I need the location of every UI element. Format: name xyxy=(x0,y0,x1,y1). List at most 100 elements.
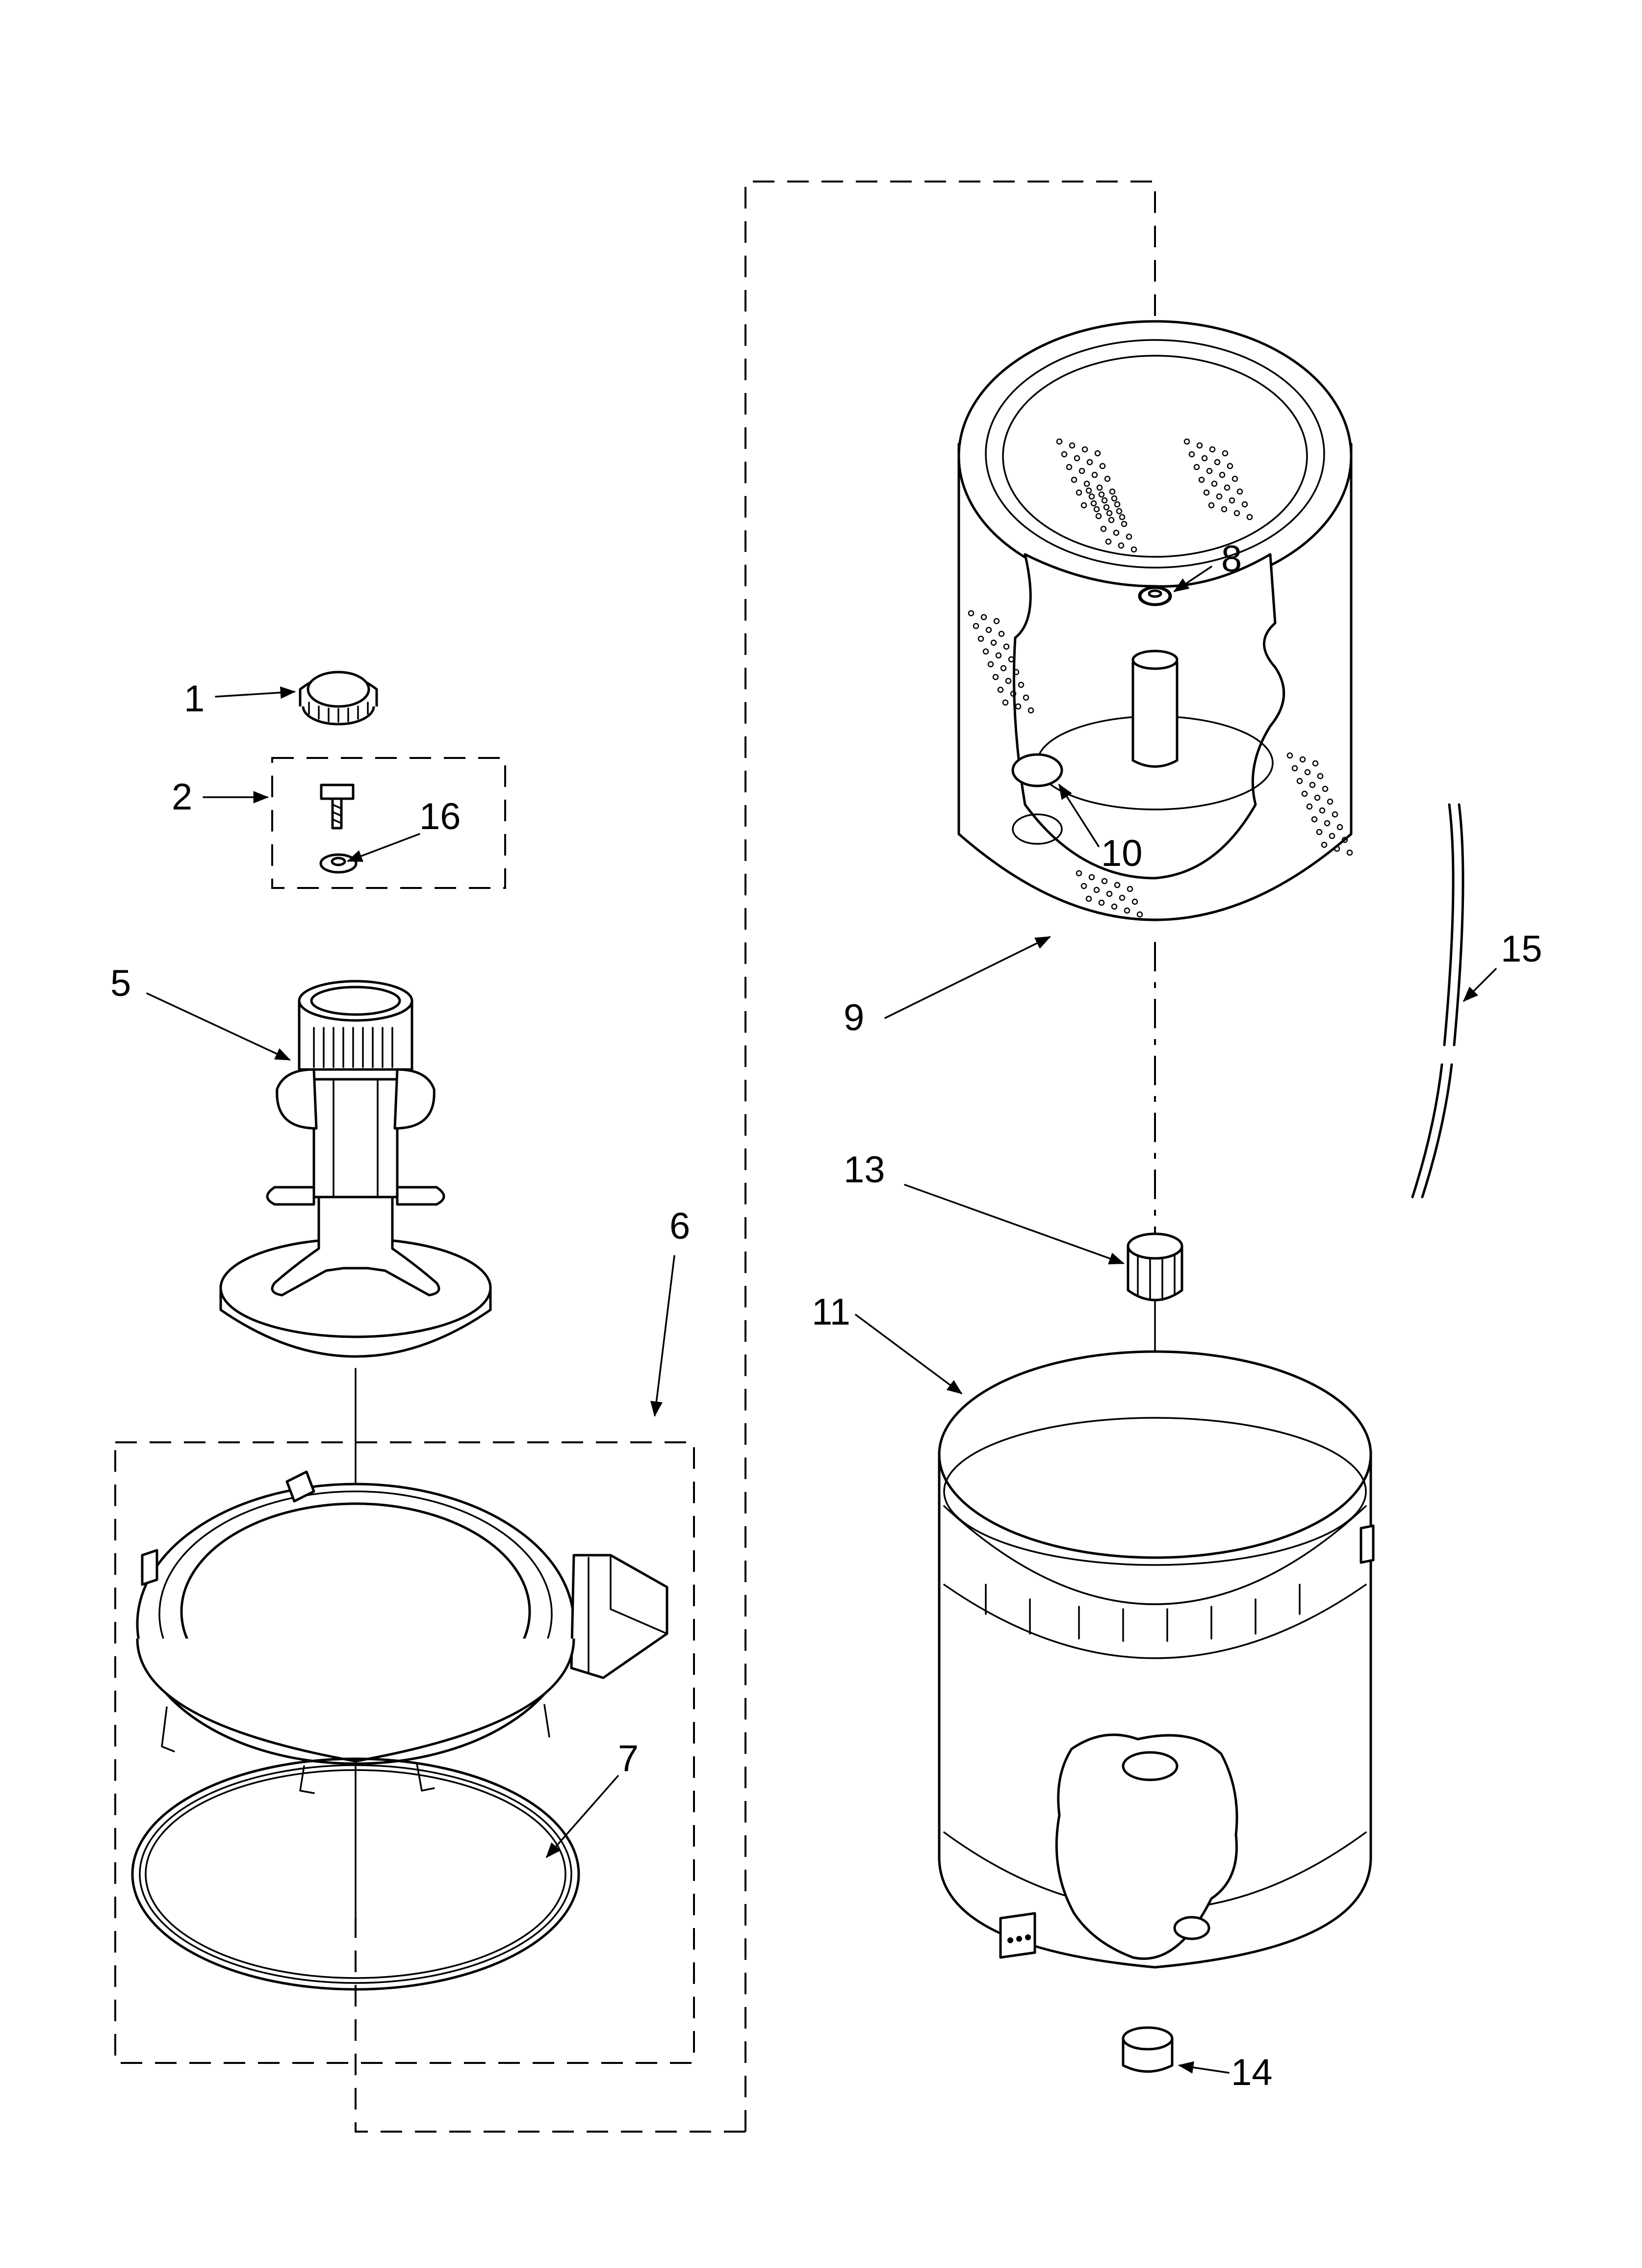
perforation-dot xyxy=(1130,546,1137,553)
perforation-dot xyxy=(1321,841,1328,848)
perforation-dot xyxy=(1131,898,1138,905)
perforation-dot xyxy=(1216,493,1223,500)
perforation-dot xyxy=(1209,446,1216,453)
callout-5: 5 xyxy=(110,963,131,1004)
perforation-dot xyxy=(1301,790,1308,797)
perforation-dot xyxy=(1081,446,1088,453)
perforation-dot xyxy=(998,630,1005,637)
perforation-dot xyxy=(1103,504,1110,511)
perforation-dot xyxy=(1005,678,1012,684)
perforation-dot xyxy=(1327,798,1334,805)
perforation-dot xyxy=(1114,882,1121,888)
leader-arrows xyxy=(146,566,1497,2074)
perforation-dot xyxy=(1312,760,1319,767)
part-15-hose xyxy=(1411,803,1464,1199)
perforation-dot xyxy=(968,610,975,617)
perforation-dot xyxy=(1096,484,1103,491)
perforation-dot xyxy=(1113,529,1120,536)
perforation-dot xyxy=(1183,438,1190,445)
perforation-dot xyxy=(987,661,994,668)
perforation-dot xyxy=(1198,476,1205,483)
perforation-dot xyxy=(995,652,1002,659)
perforation-dot xyxy=(1124,907,1130,914)
perforation-dot xyxy=(1101,497,1108,504)
perforation-dot xyxy=(1071,476,1078,483)
callout-8: 8 xyxy=(1221,538,1242,580)
callout-16: 16 xyxy=(419,796,461,837)
part-14-drain-plug xyxy=(1122,2026,1174,2073)
perforation-dot xyxy=(1227,463,1233,469)
perforation-dot xyxy=(1222,450,1229,457)
callout-labels: 1 2 16 5 6 7 8 10 9 15 13 11 14 xyxy=(110,538,1542,2093)
perforation-dot xyxy=(992,674,999,680)
perforation-dot xyxy=(1002,699,1009,706)
perforation-dot xyxy=(1015,703,1022,710)
perforation-dot xyxy=(1018,681,1025,688)
perforation-dot xyxy=(1201,455,1208,462)
perforation-dot xyxy=(1090,500,1097,507)
perforation-dot xyxy=(1322,785,1329,792)
perforation-dot xyxy=(1083,480,1090,487)
perforation-dot xyxy=(1114,501,1121,508)
perforation-dot xyxy=(980,614,987,621)
callout-10: 10 xyxy=(1101,833,1143,874)
perforation-dot xyxy=(1078,468,1085,474)
perforation-dot xyxy=(1116,508,1123,515)
callout-2: 2 xyxy=(172,776,192,818)
perforation-dot xyxy=(1346,849,1353,856)
perforation-dot xyxy=(1085,895,1092,902)
perforation-dot xyxy=(1188,451,1195,458)
perforation-dot xyxy=(973,623,979,629)
part-8-nut xyxy=(1139,586,1171,606)
perforation-dot xyxy=(1119,894,1126,901)
perforation-dot xyxy=(1061,451,1068,458)
perforation-dot xyxy=(1127,886,1133,892)
perforation-dot xyxy=(1105,538,1112,545)
perforation-dot xyxy=(1080,883,1087,889)
perforation-dot xyxy=(1299,756,1306,763)
callout-14: 14 xyxy=(1231,2052,1273,2093)
perforation-dot xyxy=(1008,656,1015,663)
perforation-dot xyxy=(1291,765,1298,772)
perforation-dot xyxy=(1111,903,1118,910)
part-13-coupling xyxy=(1127,1232,1183,1302)
perforation-dot xyxy=(1013,669,1020,676)
perforation-dot xyxy=(1109,488,1116,495)
perforation-dot xyxy=(1136,911,1143,918)
callout-9: 9 xyxy=(844,997,864,1039)
perforation-dot xyxy=(1106,510,1113,517)
perforation-dot xyxy=(1324,820,1331,827)
perforation-dot xyxy=(1221,506,1228,513)
perforation-dot xyxy=(1241,501,1248,508)
part-6-tub-ring-assembly xyxy=(114,1441,695,2064)
perforation-dot xyxy=(1101,878,1108,885)
perforation-dot xyxy=(1003,643,1010,650)
perforation-dot xyxy=(1091,471,1098,478)
perforation-dot xyxy=(1086,459,1093,466)
perforation-dot xyxy=(982,648,989,655)
perforation-dot xyxy=(1311,816,1318,823)
perforation-dot xyxy=(1203,489,1210,496)
callout-6: 6 xyxy=(669,1205,690,1247)
perforation-dot xyxy=(1329,833,1335,839)
perforation-dot xyxy=(1208,502,1215,509)
perforation-dot xyxy=(1088,874,1095,881)
perforation-dot xyxy=(1193,464,1200,470)
perforation-dot xyxy=(1286,752,1293,759)
perforation-dot xyxy=(1316,829,1323,835)
perforation-dot xyxy=(1106,890,1113,897)
perforation-dot xyxy=(1211,480,1218,487)
perforation-dot xyxy=(1341,836,1348,843)
part-2-bolt-kit xyxy=(271,757,506,889)
perforation-dot xyxy=(1309,782,1316,788)
basket-perforation-dots xyxy=(968,438,1353,918)
perforation-dot xyxy=(1076,870,1082,877)
perforation-dot xyxy=(1111,495,1118,502)
perforation-dot xyxy=(1000,665,1007,672)
perforation-dot xyxy=(977,635,984,642)
perforation-dot xyxy=(1108,517,1115,523)
perforation-dot xyxy=(1126,533,1132,540)
perforation-dot xyxy=(1104,475,1111,482)
perforation-dot xyxy=(1094,450,1101,457)
